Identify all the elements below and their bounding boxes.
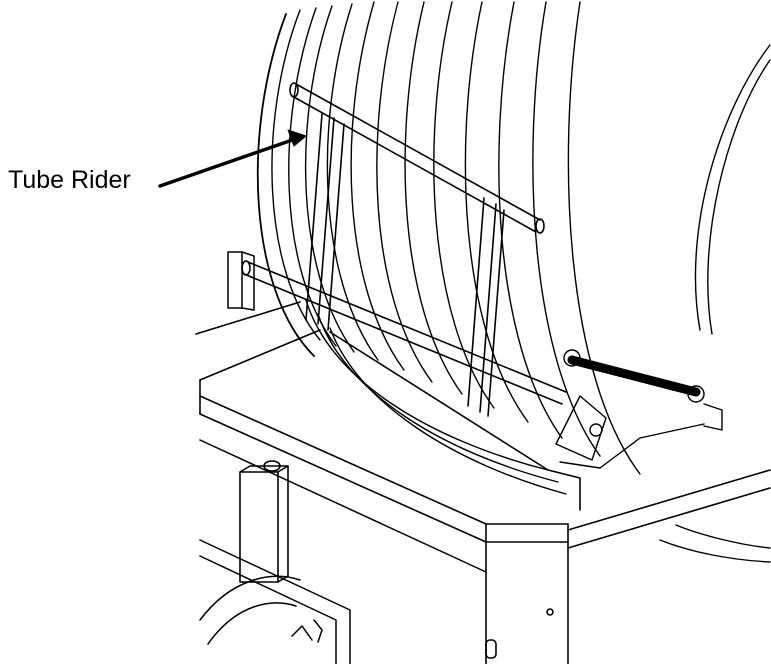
second-roll: [659, 44, 771, 563]
tube-rider-frame: [241, 82, 567, 417]
spring-tensioner: [555, 349, 723, 469]
handle-grip: [239, 460, 289, 583]
tubing-roll: [256, 1, 641, 495]
left-bracket: [227, 251, 255, 311]
arrow-icon: [158, 129, 307, 188]
lower-body: [199, 439, 487, 664]
tube-rider-label: Tube Rider: [8, 166, 131, 194]
base-tray: [195, 301, 771, 664]
